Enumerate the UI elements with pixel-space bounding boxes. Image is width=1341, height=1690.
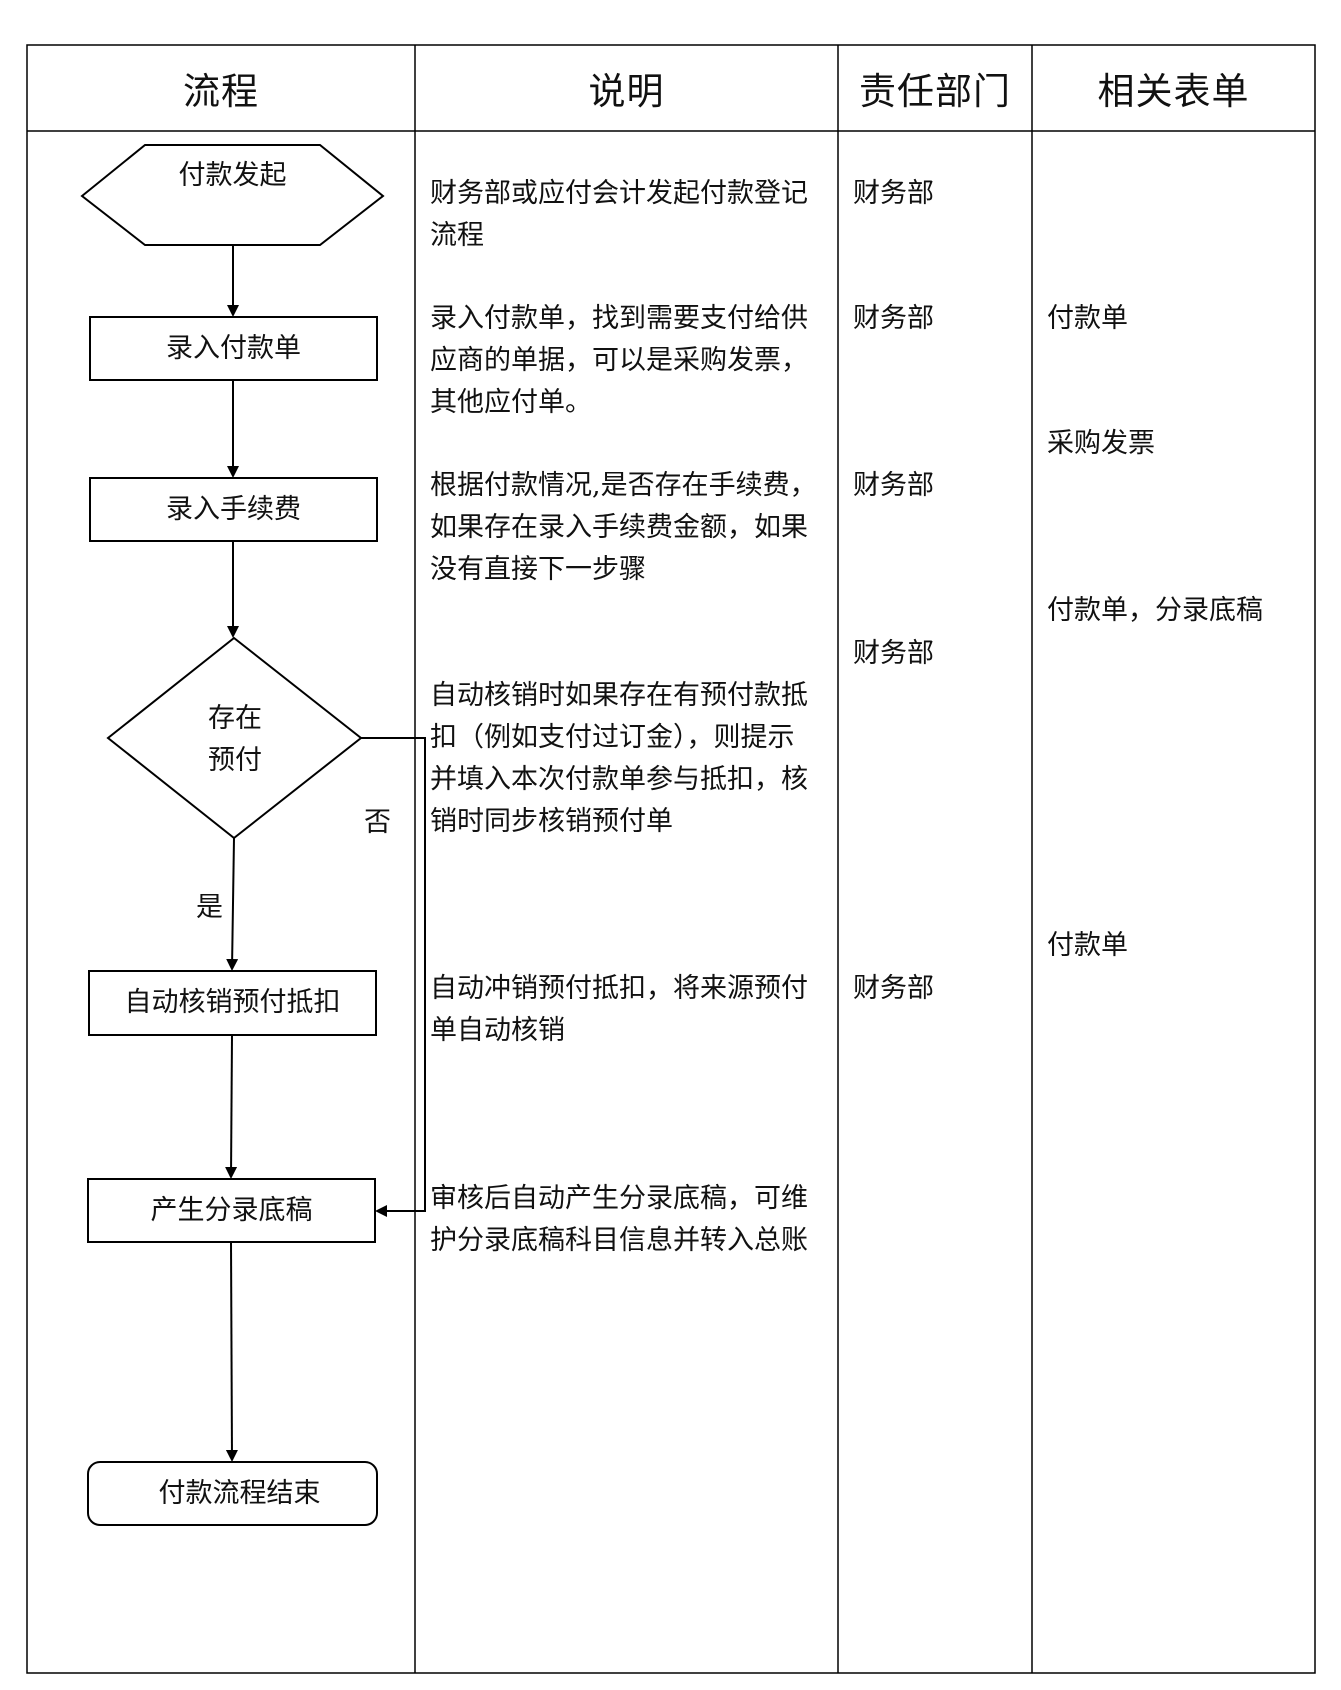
department-2: 财务部: [853, 303, 934, 334]
end-node: [87, 1461, 378, 1526]
department-3: 财务部: [853, 470, 934, 501]
arrow-step3-to-step4: [225, 1034, 238, 1179]
step3-label: 自动核销预付抵扣: [124, 987, 341, 1018]
yes-label: 是: [196, 892, 223, 923]
description-6: 审核后自动产生分录底稿，可维 护分录底稿科目信息并转入总账: [430, 1183, 808, 1256]
description-2: 录入付款单，找到需要支付给供 应商的单据，可以是采购发票， 其他应付单。: [430, 303, 808, 418]
no-label: 否: [364, 807, 391, 838]
start-label: 付款发起: [178, 160, 287, 191]
arrow-decision-no: [361, 737, 426, 1217]
header-forms: 相关表单: [1097, 69, 1250, 113]
header-department: 责任部门: [859, 69, 1011, 113]
header-description: 说明: [588, 69, 665, 113]
form-3: 付款单，分录底稿: [1047, 595, 1263, 626]
form-4: 付款单: [1047, 930, 1128, 961]
step-enter-payment-node: [89, 316, 378, 381]
step-auto-writeoff-node: [88, 970, 377, 1036]
end-label: 付款流程结束: [158, 1477, 321, 1509]
form-2: 采购发票: [1047, 428, 1155, 459]
step2-label: 录入手续费: [166, 493, 301, 525]
start-node: [80, 144, 385, 246]
header-flow: 流程: [183, 69, 259, 113]
arrow-step4-to-end: [225, 1241, 238, 1462]
form-1: 付款单: [1047, 303, 1128, 334]
step4-label: 产生分录底稿: [150, 1194, 313, 1226]
description-5: 自动冲销预付抵扣，将来源预付 单自动核销: [430, 973, 808, 1046]
department-1: 财务部: [853, 178, 934, 209]
step-generate-entry-node: [87, 1178, 376, 1243]
description-3: 根据付款情况,是否存在手续费， 如果存在录入手续费金额，如果 没有直接下一步骤: [430, 470, 817, 585]
arrow-decision-yes: [226, 837, 239, 971]
step1-label: 录入付款单: [166, 332, 301, 364]
decision-label: 存在 预付: [208, 703, 262, 776]
department-5: 财务部: [853, 973, 934, 1004]
description-1: 财务部或应付会计发起付款登记 流程: [430, 178, 808, 251]
description-4: 自动核销时如果存在有预付款抵 扣（例如支付过订金），则提示 并填入本次付款单参与…: [430, 680, 808, 837]
department-4: 财务部: [853, 638, 934, 669]
